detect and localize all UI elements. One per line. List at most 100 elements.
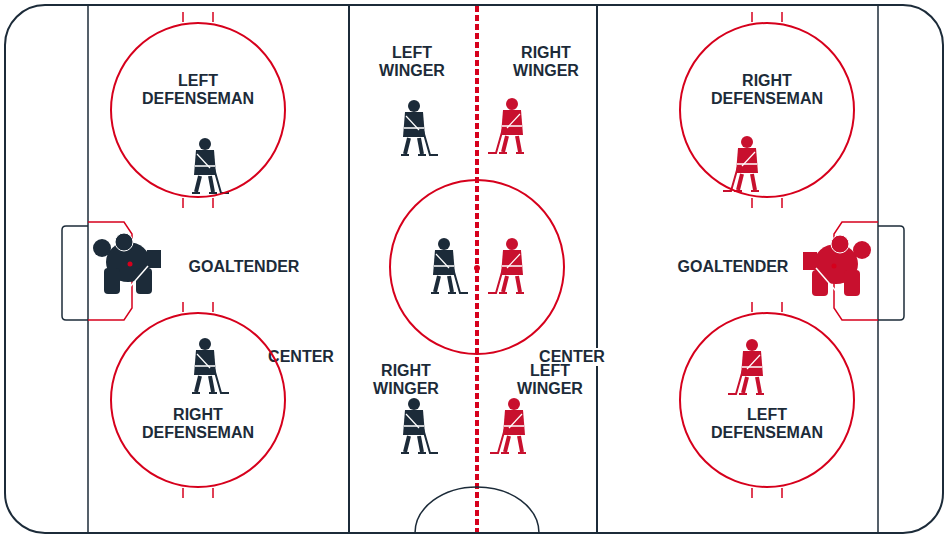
skater-arm — [509, 414, 522, 428]
hash-mark — [781, 488, 783, 498]
circle-line — [680, 23, 854, 197]
helmet — [506, 98, 518, 110]
goalie-blocker — [803, 252, 817, 270]
goalie-mask — [831, 235, 849, 253]
skater-torso — [403, 410, 425, 435]
hash-mark — [751, 488, 753, 498]
skater-leg — [435, 276, 439, 292]
hash-mark — [182, 302, 184, 312]
helmet — [408, 398, 420, 410]
skater-torso — [503, 410, 525, 435]
skater-leg — [757, 377, 760, 393]
skate — [499, 292, 507, 294]
skater-leg — [519, 436, 522, 452]
skater-arm — [197, 154, 210, 168]
jersey-stripe — [742, 366, 762, 368]
skater-torso — [194, 350, 216, 375]
referee-crease — [415, 487, 539, 533]
skate — [192, 192, 200, 194]
circle-line — [111, 23, 285, 197]
position-label: GOALTENDER — [663, 258, 803, 276]
skate — [516, 152, 524, 154]
goalie-stick — [122, 266, 148, 296]
jersey-stripe — [195, 165, 215, 167]
skater-figure — [192, 338, 229, 393]
hash-mark — [182, 198, 184, 208]
helmet — [408, 100, 420, 112]
helmet — [746, 339, 758, 351]
skater-arm — [197, 354, 210, 368]
goalie-puck — [128, 262, 133, 267]
faceoff-circle: LEFT DEFENSEMAN — [110, 22, 286, 198]
skater-leg — [517, 276, 520, 292]
helmet — [199, 138, 211, 150]
skater-torso — [501, 110, 523, 135]
hash-mark — [751, 198, 753, 208]
circle-outline — [679, 312, 855, 488]
skate — [448, 292, 456, 294]
skate — [192, 392, 200, 394]
skater-leg — [419, 138, 422, 154]
skater-figure — [723, 136, 759, 191]
center-red-line — [475, 6, 479, 532]
jersey-stripe — [404, 425, 424, 427]
skater-torso — [403, 112, 425, 137]
skate — [499, 152, 507, 154]
skate — [431, 292, 439, 294]
jersey-stripe — [404, 127, 424, 129]
skater-arm — [507, 254, 520, 268]
skate — [756, 393, 764, 395]
skate — [209, 192, 217, 194]
skater-figure — [488, 98, 524, 153]
skater-torso — [736, 148, 758, 173]
skate — [518, 452, 526, 454]
skater-arm — [747, 355, 760, 369]
skater-leg — [517, 136, 520, 152]
goalie-glove — [93, 239, 111, 257]
goalie-pad — [844, 270, 860, 296]
skater-figure — [490, 398, 526, 453]
goal-line — [87, 6, 89, 532]
position-label: RIGHT WINGER — [361, 362, 451, 399]
skater-figure — [192, 138, 229, 193]
goalie-pad — [104, 268, 120, 294]
skater-arm — [507, 114, 520, 128]
skater-arm — [406, 414, 419, 428]
skater-figure — [401, 398, 438, 453]
goalie-glove — [853, 241, 871, 259]
circle-outline — [679, 22, 855, 198]
goalie-blocker — [147, 250, 161, 268]
goal-net — [62, 226, 88, 320]
skater-leg — [505, 436, 509, 452]
skate — [751, 190, 759, 192]
goalie-stick — [816, 268, 842, 298]
skate — [209, 392, 217, 394]
hash-mark — [781, 12, 783, 22]
jersey-stripe — [504, 425, 524, 427]
position-label: LEFT WINGER — [367, 44, 457, 81]
goalie-puck — [832, 264, 837, 269]
circle-line — [390, 180, 564, 354]
hash-mark — [212, 488, 214, 498]
hash-mark — [751, 12, 753, 22]
skater-leg — [196, 176, 200, 192]
skater-torso — [194, 150, 216, 175]
skater-torso — [501, 250, 523, 275]
faceoff-circle: RIGHT DEFENSEMAN — [110, 312, 286, 488]
position-label: RIGHT DEFENSEMAN — [701, 72, 833, 109]
skater-leg — [743, 377, 747, 393]
skate — [739, 393, 747, 395]
skater-arm — [406, 116, 419, 130]
skater-leg — [503, 276, 507, 292]
skate — [516, 292, 524, 294]
skater-leg — [738, 174, 742, 190]
position-label: RIGHT DEFENSEMAN — [132, 406, 264, 443]
hash-mark — [781, 302, 783, 312]
hash-mark — [781, 198, 783, 208]
skater-leg — [503, 136, 507, 152]
skater-torso — [433, 250, 455, 275]
helmet — [506, 238, 518, 250]
hash-mark — [212, 12, 214, 22]
position-label: LEFT WINGER — [505, 362, 595, 399]
blue-line — [596, 6, 598, 532]
